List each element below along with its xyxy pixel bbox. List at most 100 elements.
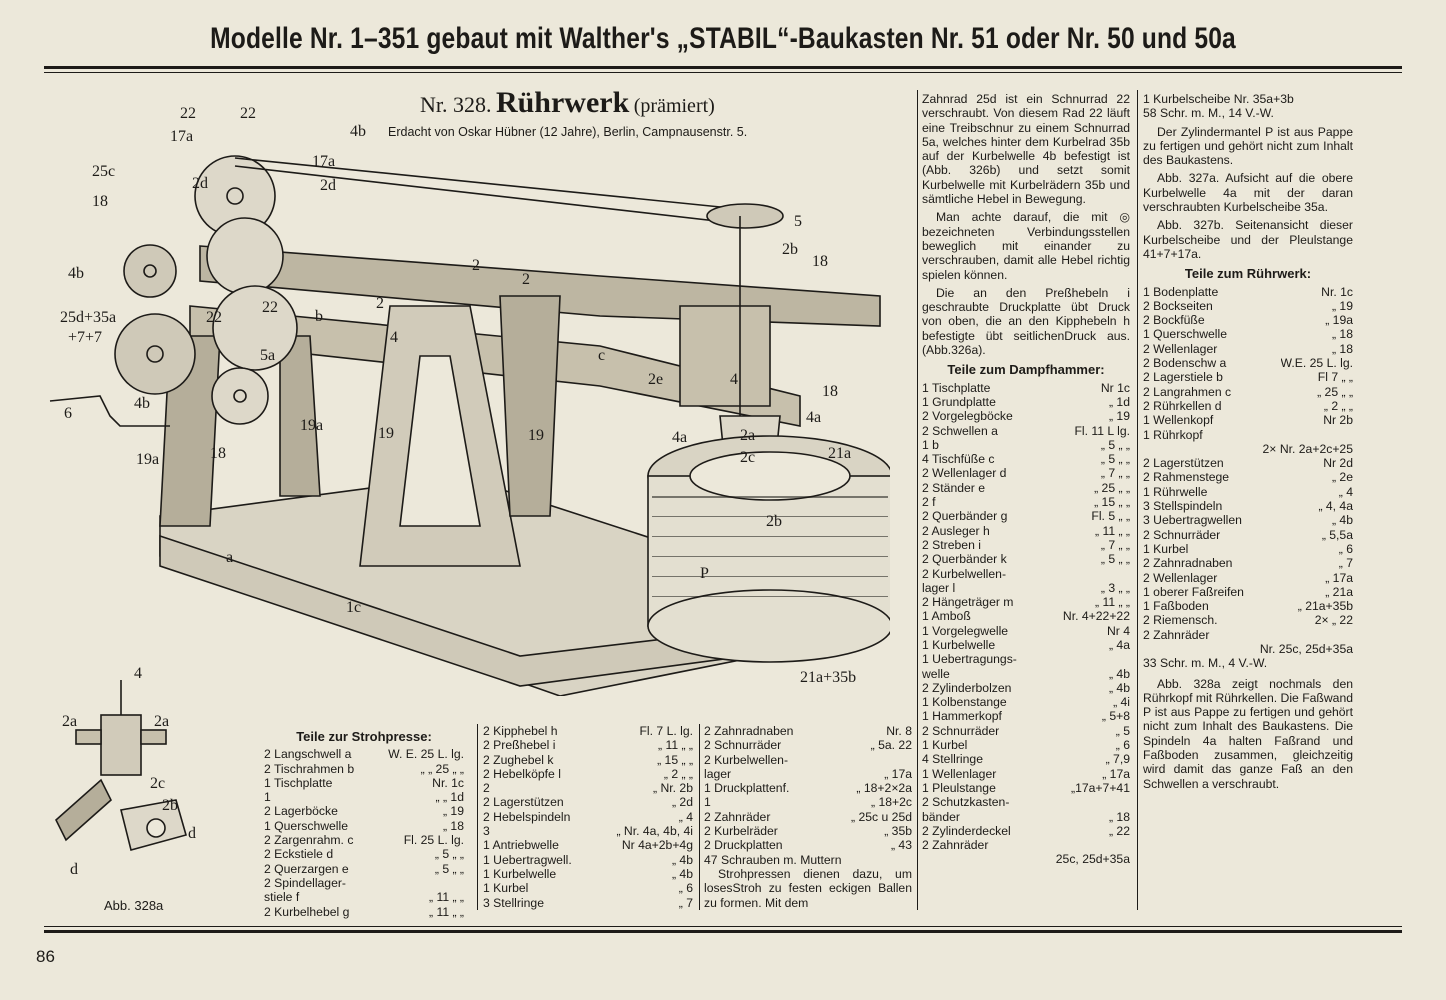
model-number: Nr. 328. bbox=[420, 92, 492, 117]
footer-rule-thin bbox=[44, 926, 1402, 927]
part-name: welle bbox=[922, 666, 950, 681]
part-row: 2 Hebelspindeln„ 4 bbox=[483, 810, 693, 824]
part-row: 2 Zylinderdeckel„ 22 bbox=[922, 824, 1130, 838]
part-row: 2 Lagerstützen„ 2d bbox=[483, 795, 693, 809]
part-number: „ 4b bbox=[1108, 680, 1130, 695]
part-row: 1 b„ 5 „ „ bbox=[922, 438, 1130, 452]
part-number: „ 4, 4a bbox=[1318, 499, 1353, 514]
part-row: 1 oberer Faßreifen„ 21a bbox=[1143, 585, 1353, 599]
part-number: „ 4 bbox=[1338, 484, 1353, 499]
part-number: „ 11 „ „ bbox=[1095, 595, 1130, 610]
part-number: „ 19a bbox=[1325, 313, 1353, 328]
part-number: „ 2 „ „ bbox=[1323, 398, 1353, 413]
part-row: 2 Kurbelhebel g„ 11 „ „ bbox=[264, 905, 464, 919]
part-row: 3 Stellspindeln „ 4, 4a bbox=[1143, 499, 1353, 513]
col-b-p4: Abb. 328a zeigt nochmals den Rührkopf mi… bbox=[1143, 676, 1353, 791]
part-number: „ 1d bbox=[1108, 394, 1130, 409]
part-name: 2 Kipphebel h bbox=[483, 724, 558, 738]
part-number: Fl. 5 „ „ bbox=[1091, 509, 1130, 524]
small-figure-label: 2b bbox=[162, 797, 178, 814]
small-figure-caption: Abb. 328a bbox=[104, 898, 164, 913]
part-number: „ 5 „ „ bbox=[1100, 552, 1130, 567]
part-name: 2 f bbox=[922, 495, 936, 510]
part-number: „ 25 „ „ bbox=[1094, 480, 1130, 495]
part-number: „ 3 „ „ bbox=[1100, 580, 1130, 595]
figure-label: 17a bbox=[312, 153, 335, 170]
part-name: 2 Lagerstiele b bbox=[1143, 370, 1223, 385]
part-number: „ 4b bbox=[1108, 666, 1130, 681]
part-row: lager„ 17a bbox=[704, 767, 912, 781]
part-number: „ 11 „ „ bbox=[429, 904, 464, 919]
small-figure-label: d bbox=[70, 861, 78, 878]
part-number: „ 4 bbox=[678, 809, 693, 824]
part-row: 2 Druckplatten„ 43 bbox=[704, 838, 912, 852]
part-number: „ 7,9 bbox=[1105, 752, 1130, 767]
part-number: „ 18+2c bbox=[871, 795, 912, 810]
part-number: „ 11 „ „ bbox=[429, 890, 464, 905]
part-number: 2× „ 22 bbox=[1314, 613, 1353, 628]
figure-label: 4a bbox=[672, 429, 687, 446]
col-b-p3: Abb. 327b. Seitenansicht dieser Kurbelsc… bbox=[1143, 218, 1353, 261]
part-name: 2 Druckplatten bbox=[704, 838, 783, 853]
part-row: 2 Wellenlager„ 17a bbox=[1143, 571, 1353, 585]
part-number: „ 17a bbox=[1102, 766, 1130, 781]
figure-label: 2b bbox=[782, 241, 798, 258]
part-name: 2 Kurbelwellen- bbox=[704, 752, 789, 767]
part-name: 1 Druckplattenf. bbox=[704, 781, 790, 796]
part-row: 1 Kurbelwelle„ 4b bbox=[483, 867, 693, 881]
part-name: 1 Grundplatte bbox=[922, 394, 996, 409]
ruehrwerk-heading: Teile zum Rührwerk: bbox=[1184, 266, 1312, 282]
part-name: 47 Schrauben m. Muttern bbox=[704, 852, 842, 867]
part-name: 3 Uebertragwellen bbox=[1143, 513, 1242, 528]
part-number: „ 5 „ „ bbox=[434, 847, 464, 862]
part-name: 2 Lagerstützen bbox=[483, 795, 564, 810]
part-number: Nr. 25c, 25d+35a bbox=[1259, 641, 1353, 656]
part-number: W. E. 25 L. lg. bbox=[388, 747, 464, 762]
figure-label: 25d+35a bbox=[60, 309, 116, 326]
part-name: 1 Kurbel bbox=[483, 881, 529, 896]
part-name: 2 Zahnräder bbox=[704, 809, 771, 824]
part-name: 2 Tischrahmen b bbox=[264, 761, 355, 776]
part-name: 3 Stellspindeln bbox=[1143, 499, 1223, 514]
figure-label: 5 bbox=[794, 213, 802, 230]
column-b: 1 Kurbelscheibe Nr. 35a+3b 58 Schr. m. M… bbox=[1143, 92, 1353, 795]
part-number: W.E. 25 L. lg. bbox=[1280, 356, 1353, 371]
part-name: 2 Zargenrahm. c bbox=[264, 833, 354, 848]
part-number: „ 15 „ „ bbox=[1094, 495, 1130, 510]
part-number: „ 21a+35b bbox=[1297, 599, 1353, 614]
figure-label: 22 bbox=[262, 299, 278, 316]
col-b-top1: 1 Kurbelscheibe Nr. 35a+3b bbox=[1143, 92, 1294, 106]
part-name: 2 Kurbelräder bbox=[704, 824, 778, 839]
part-row: 2 Hebelköpfe l „ 2 „ „ bbox=[483, 767, 693, 781]
part-row: 2 Bockseiten„ 19 bbox=[1143, 299, 1353, 313]
part-row: bänder„ 18 bbox=[922, 810, 1130, 824]
part-name: 2 Zahnradnaben bbox=[704, 724, 794, 738]
part-row: lager l„ 3 „ „ bbox=[922, 581, 1130, 595]
part-row: 1 Uebertragwell.„ 4b bbox=[483, 853, 693, 867]
part-number: „ 4a bbox=[1108, 637, 1130, 652]
part-number: Fl. 11 L lg. bbox=[1074, 423, 1130, 438]
part-row: stiele f„ 11 „ „ bbox=[264, 890, 464, 904]
part-name: 2 Spindellager- bbox=[264, 875, 346, 890]
part-number: „ 18 bbox=[1331, 327, 1353, 342]
part-row: 2 Tischrahmen b„ „ 25 „ „ bbox=[264, 762, 464, 776]
part-name: 2 Wellenlager bbox=[1143, 341, 1218, 356]
part-row: 2 Langschwell a W. E. 25 L. lg. bbox=[264, 747, 464, 761]
figure-label: 2 bbox=[472, 257, 480, 274]
part-name: 2 Langrahmen c bbox=[1143, 384, 1232, 399]
part-number: „ 7 „ „ bbox=[1100, 537, 1130, 552]
page-header: Modelle Nr. 1–351 gebaut mit Walther's „… bbox=[210, 22, 1236, 55]
part-row: 1„ „ 1d bbox=[264, 790, 464, 804]
figure-label: 18 bbox=[812, 253, 828, 270]
part-name: 2 Hebelköpfe l bbox=[483, 766, 561, 781]
part-name: 2 Schnurräder bbox=[922, 723, 1000, 738]
part-number: „ 5 „ „ bbox=[1100, 437, 1130, 452]
figure-label: 4b bbox=[68, 265, 84, 282]
part-number: „ 2 „ „ bbox=[663, 766, 693, 781]
part-name: 2 Langschwell a bbox=[264, 747, 352, 762]
